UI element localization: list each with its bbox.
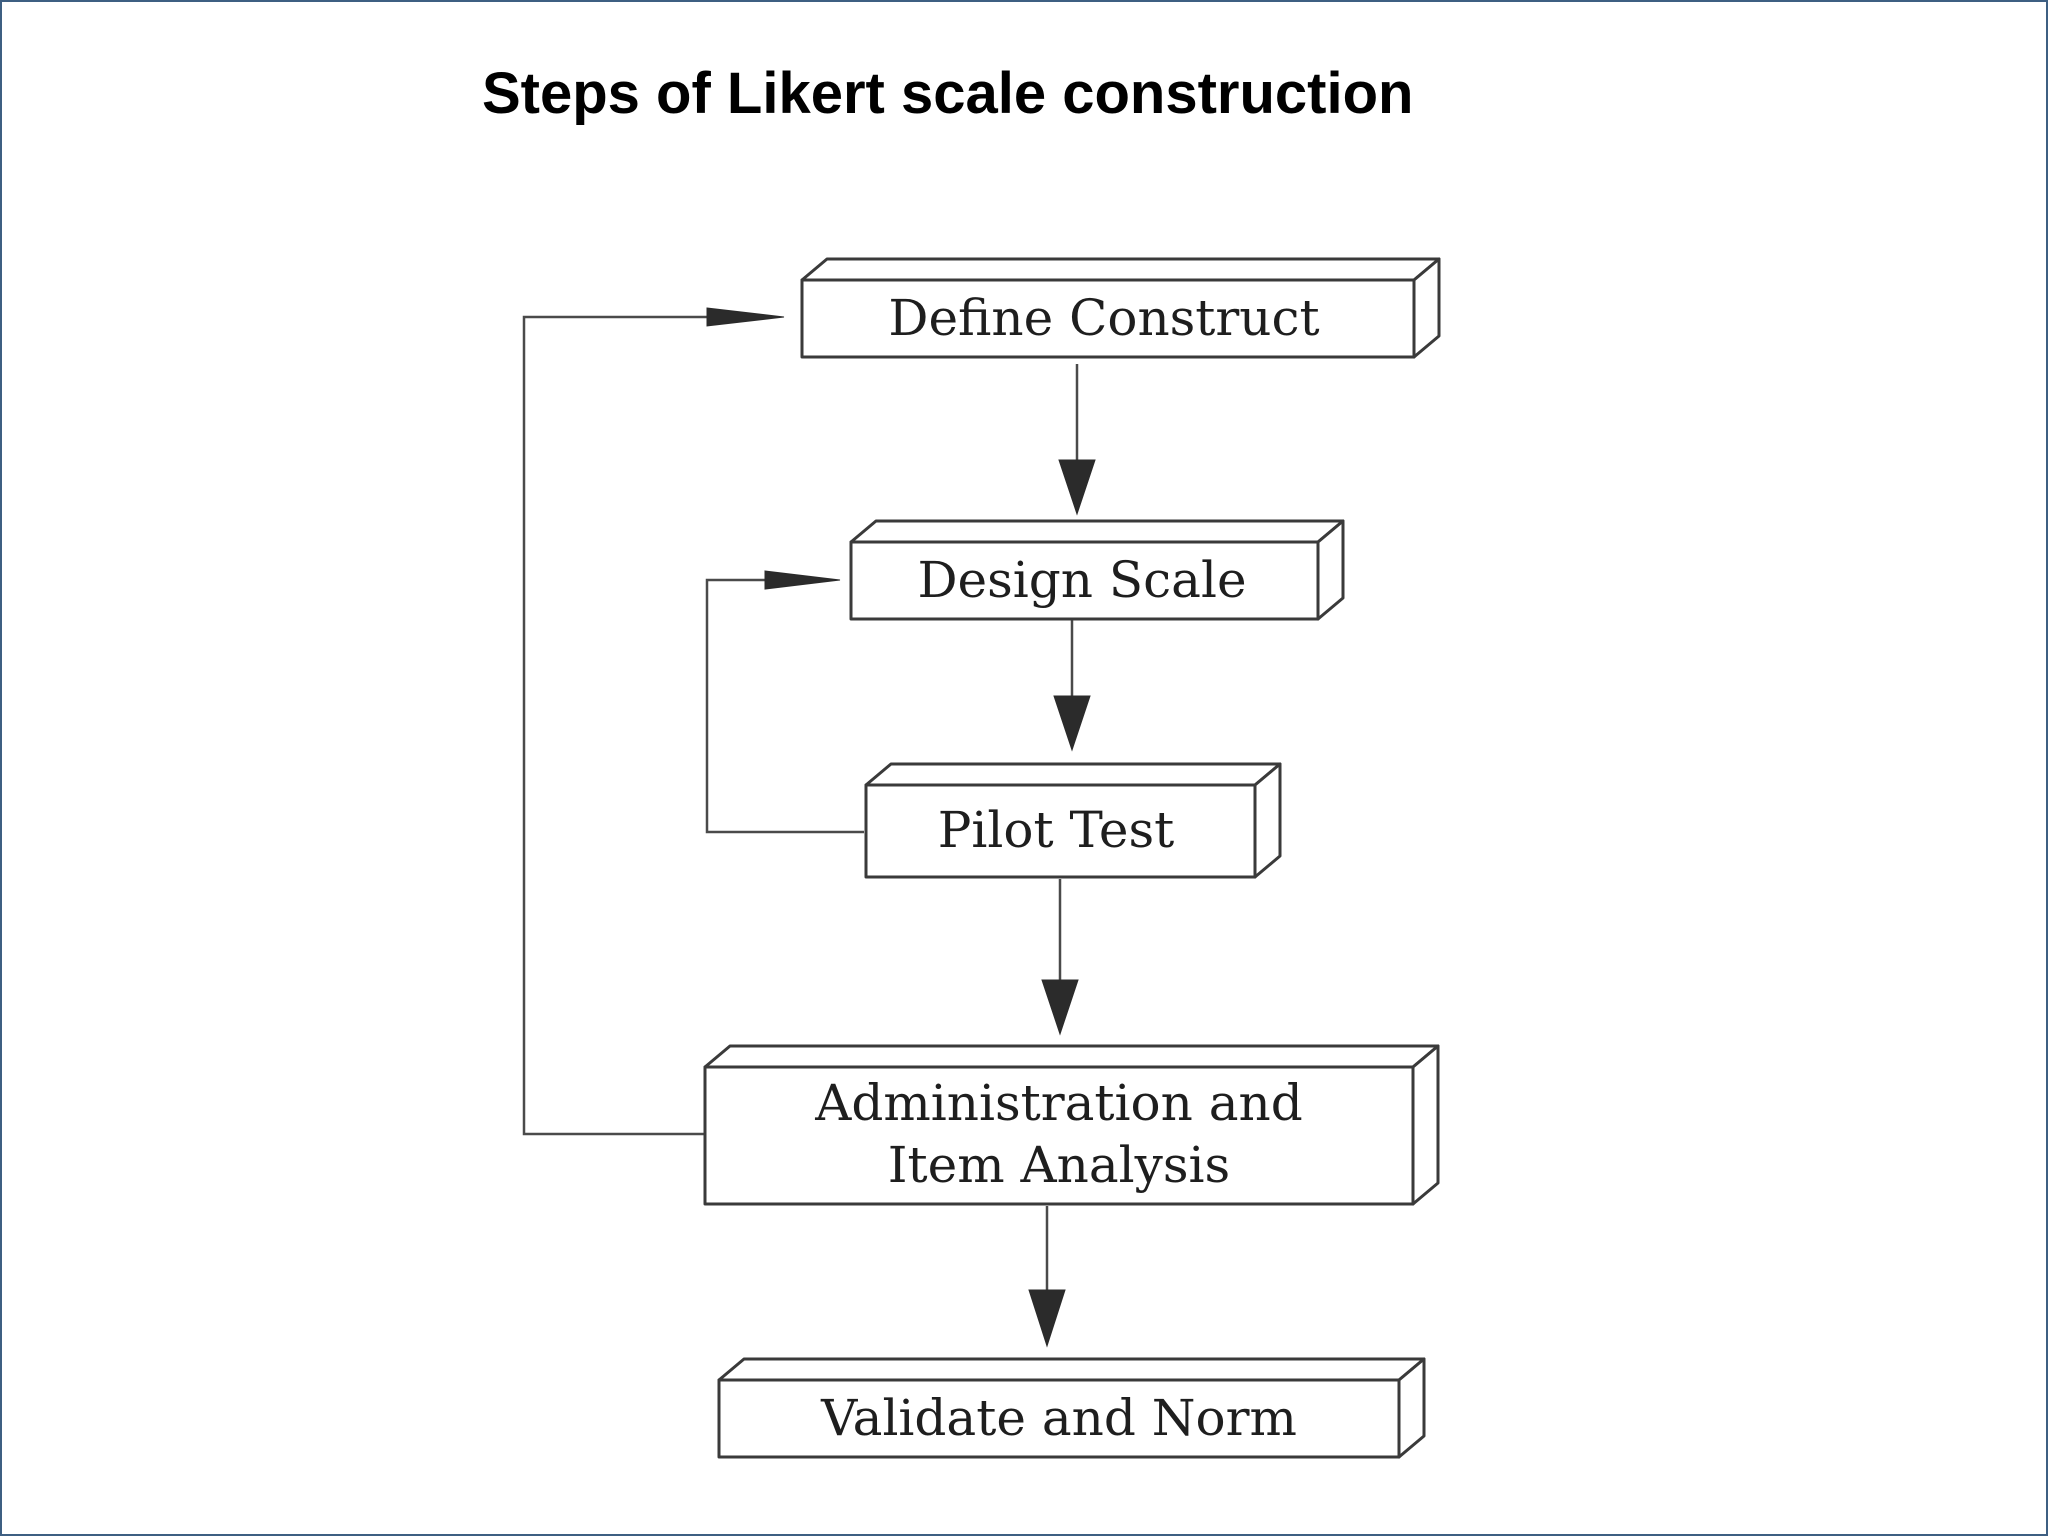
step-pilot-test: Pilot Test: [864, 762, 1282, 879]
step-administration-item-analysis: Administration and Item Analysis: [703, 1044, 1440, 1206]
feedback-loop-pilot-to-design: [705, 570, 864, 834]
step-define-construct-label: Define Construct: [888, 289, 1319, 347]
step-define-construct: Define Construct: [800, 257, 1441, 359]
arrow-define-to-design: [1058, 364, 1096, 516]
arrow-pilot-to-admin: [1041, 879, 1079, 1036]
step-design-scale-label: Design Scale: [917, 551, 1246, 609]
step-validate-and-norm: Validate and Norm: [717, 1357, 1426, 1459]
arrowhead-into-define: [706, 307, 785, 327]
step-validate-and-norm-label: Validate and Norm: [820, 1389, 1297, 1447]
arrow-admin-to-validate: [1028, 1206, 1066, 1348]
step-administration-label-line2: Item Analysis: [888, 1136, 1230, 1194]
page-title: Steps of Likert scale construction: [482, 61, 1414, 126]
step-pilot-test-label: Pilot Test: [938, 801, 1175, 859]
step-design-scale: Design Scale: [849, 519, 1345, 621]
arrowhead-into-design: [764, 570, 841, 590]
arrow-design-to-pilot: [1053, 620, 1091, 752]
step-administration-label-line1: Administration and: [814, 1074, 1302, 1132]
feedback-loop-admin-to-define: [522, 307, 785, 1136]
